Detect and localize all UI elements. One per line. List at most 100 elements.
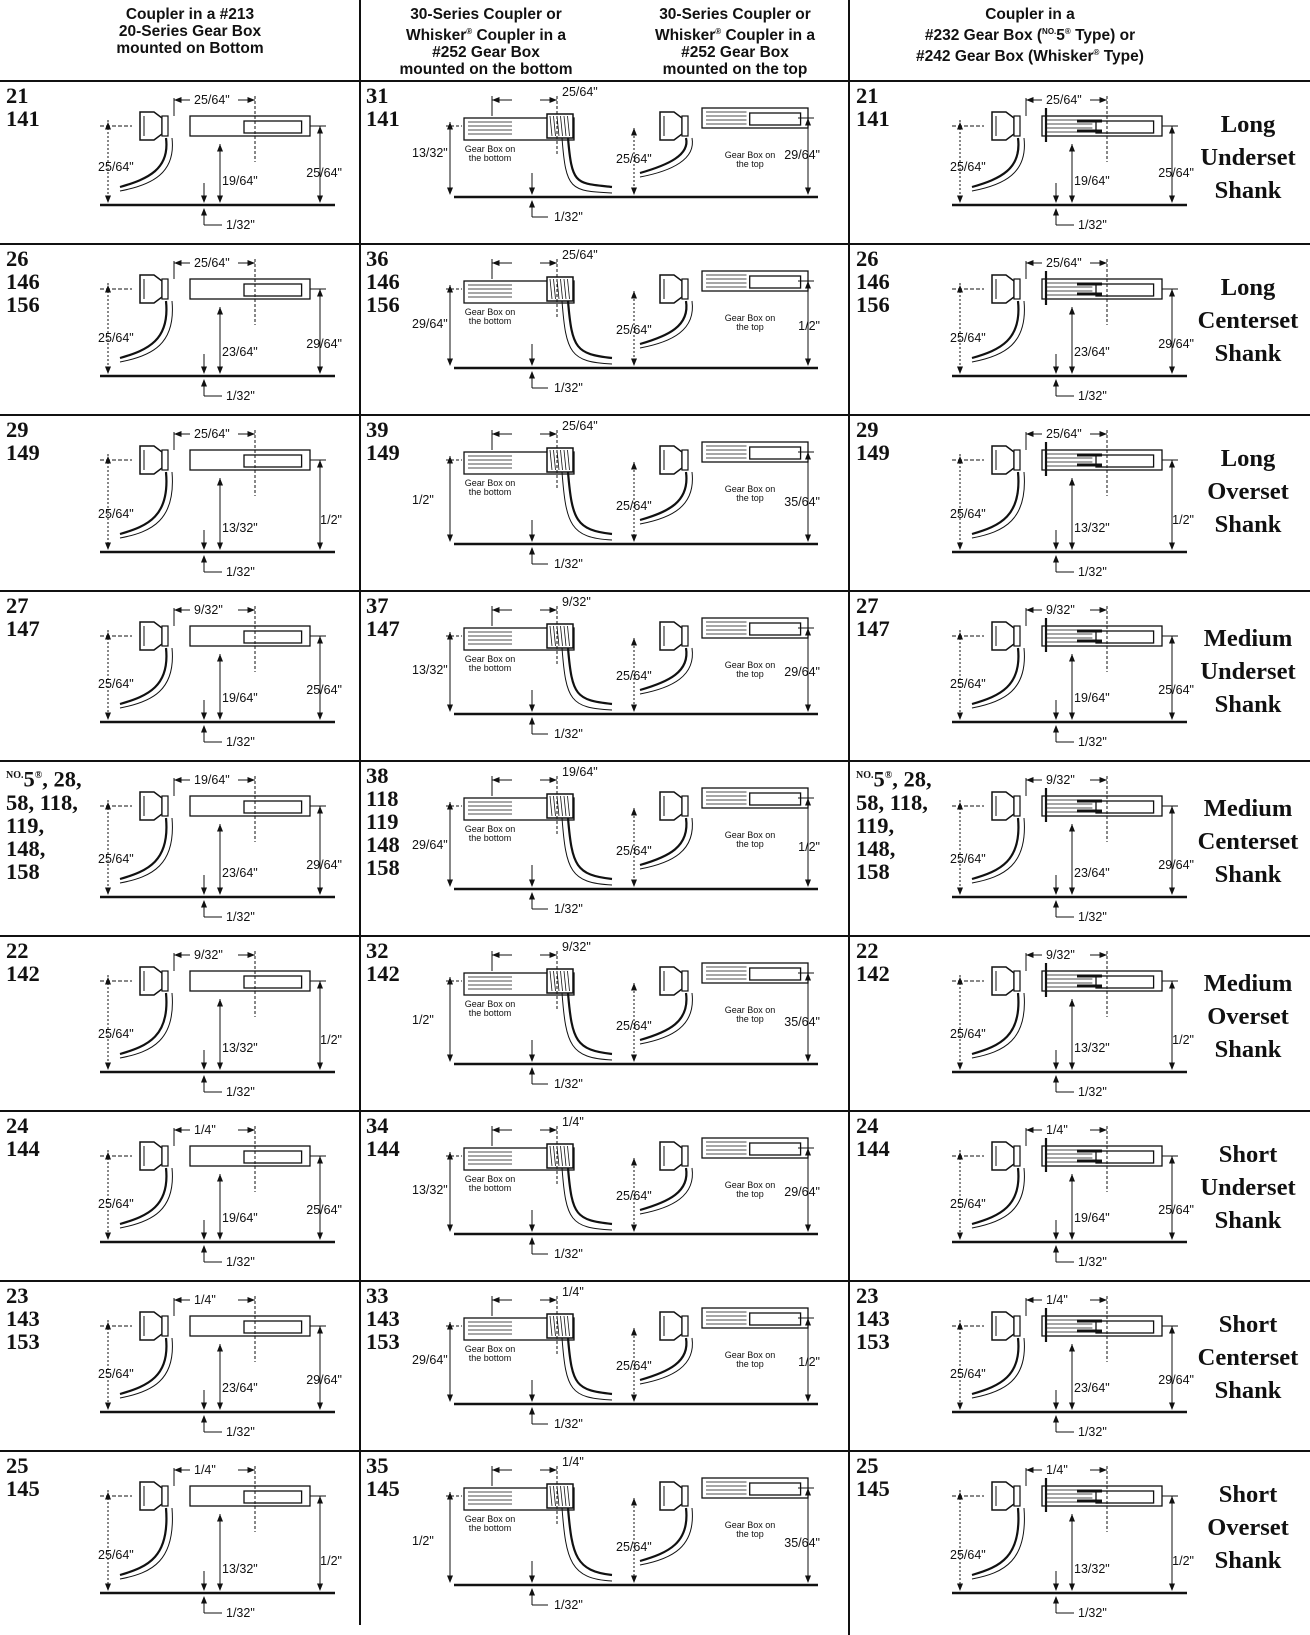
arrow-head <box>1069 1062 1075 1070</box>
arrow-head <box>1069 307 1075 315</box>
arrow-head <box>549 1127 557 1133</box>
dimension-label: 9/32" <box>562 940 591 954</box>
dimension-label: 1/4" <box>1046 1293 1068 1307</box>
arrow-head <box>492 1127 500 1133</box>
dimension-label: 19/64" <box>222 1211 258 1225</box>
line <box>549 970 553 992</box>
coupler-head <box>659 1311 683 1341</box>
diagram-c1: 19/64"25/64"23/64"29/64"1/32" <box>98 773 342 924</box>
diagram-c4: 9/32"25/64"23/64"29/64"1/32" <box>950 773 1194 924</box>
dimension-label: 1/32" <box>554 727 583 741</box>
arrow-head <box>631 1394 637 1402</box>
dimension-label: 25/64" <box>562 248 598 262</box>
part-number: 142 <box>366 961 400 986</box>
arrow-head <box>957 1402 963 1410</box>
shank-label-line: Long <box>1220 445 1276 472</box>
arrow-head <box>201 1062 207 1070</box>
line <box>549 449 553 471</box>
shank-label-line: Short <box>1218 1481 1278 1508</box>
shank-label-line: Centerset <box>1197 828 1299 855</box>
dimension-label: 35/64" <box>784 1536 820 1550</box>
dimension-label: 25/64" <box>306 683 342 697</box>
trip-pin-icon <box>566 817 613 881</box>
coupler-head <box>991 1311 1015 1341</box>
arrow-head <box>1053 542 1059 550</box>
arrow-head <box>217 307 223 315</box>
coupler-head <box>659 966 683 996</box>
part-number: 22 <box>6 938 29 963</box>
dimension-label: 23/64" <box>1074 866 1110 880</box>
arrow-head <box>805 1224 811 1232</box>
shank-label-line: Long <box>1220 111 1276 138</box>
arrow-head <box>1099 260 1107 266</box>
arrow-head <box>447 1224 453 1232</box>
coupler-shank <box>161 625 169 647</box>
line <box>549 625 553 647</box>
shank-label-line: Short <box>1218 1311 1278 1338</box>
arrow-head <box>805 281 811 289</box>
column-header-line: #252 Gear Box <box>432 44 540 62</box>
column-header-line: #232 Gear Box (NO.5® Type) or <box>924 27 1136 45</box>
gear-box-note: Gear Box on <box>465 144 516 154</box>
arrow-head <box>631 1054 637 1062</box>
diagram-c4: 1/4"25/64"23/64"29/64"1/32" <box>950 1293 1194 1439</box>
row-divider <box>0 1110 1310 1112</box>
dimension-label: 1/4" <box>562 1455 584 1469</box>
line <box>567 1485 570 1507</box>
part-number: 143 <box>366 1306 400 1331</box>
line <box>563 625 567 647</box>
dimension-label: 25/64" <box>194 427 230 441</box>
arrow-head <box>217 1514 223 1522</box>
trip-pin-icon <box>639 471 688 522</box>
gear-box-pocket <box>749 1142 802 1156</box>
dimension-label: 25/64" <box>950 160 986 174</box>
column-header-line: mounted on Bottom <box>116 40 264 57</box>
arrow-head <box>805 187 811 195</box>
arrow-head <box>1069 1583 1075 1591</box>
arrow-head <box>174 607 182 613</box>
line <box>556 278 560 300</box>
arrow-head <box>805 1488 811 1496</box>
arrow-head <box>492 260 500 266</box>
trip-pin-icon <box>971 1167 1020 1226</box>
dimension-label: 19/64" <box>222 691 258 705</box>
part-number: 158 <box>856 858 890 884</box>
arrow-head <box>631 638 637 646</box>
column-header-line: 30-Series Coupler or <box>659 6 811 23</box>
row-divider <box>0 1280 1310 1282</box>
arrow-head <box>805 1575 811 1583</box>
arrow-head <box>447 1152 453 1160</box>
arrow-head <box>1069 366 1075 374</box>
arrow-head <box>1053 1402 1059 1410</box>
shank-label-line: Shank <box>1214 340 1282 367</box>
arrow-head <box>805 452 811 460</box>
trip-pin-outline <box>119 300 173 363</box>
line <box>563 970 567 992</box>
arrow-head <box>447 285 453 293</box>
arrow-head <box>201 195 207 203</box>
arrow-head <box>1069 712 1075 720</box>
line <box>560 970 563 992</box>
arrow-head <box>1053 1075 1059 1083</box>
trip-pin-outline <box>561 137 613 194</box>
shank-label-line: Short <box>1218 1141 1278 1168</box>
gear-box-note: the top <box>736 1529 764 1539</box>
arrow-head <box>549 777 557 783</box>
coupler-head <box>139 445 163 475</box>
arrow-head <box>529 1394 535 1402</box>
part-number: 37 <box>366 593 389 618</box>
arrow-head <box>957 887 963 895</box>
shank-label-line: Medium <box>1203 795 1293 822</box>
arrow-head <box>1069 1344 1075 1352</box>
coupler-shank <box>161 1145 169 1167</box>
gear-box-pocket <box>749 792 802 806</box>
arrow-head <box>805 534 811 542</box>
coupler-shank <box>1013 278 1021 300</box>
dimension-label: 25/64" <box>562 419 598 433</box>
arrow-head <box>317 1496 323 1504</box>
